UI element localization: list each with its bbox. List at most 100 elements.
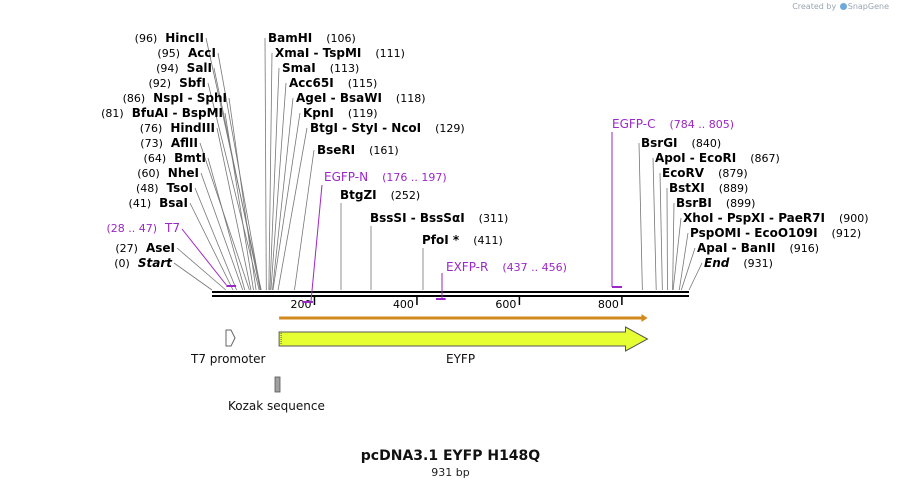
enzyme-position-acci: (95) [157,47,180,60]
ruler-label-600: 600 [495,298,516,311]
enzyme-line-acc65i [270,82,287,291]
ruler-label-200: 200 [290,298,311,311]
enzyme-line-bsrgi [638,142,643,291]
enzyme-position-ecorv: (879) [718,167,748,180]
enzyme-line-kpni [272,112,301,291]
enzyme-position-agei: (118) [396,92,426,105]
enzyme-label-bsrbi: BsrBI [676,196,712,210]
enzyme-line-xhoi [672,217,682,291]
enzyme-label-hincii: HincII [165,31,204,45]
enzyme-label-start: Start [138,256,173,270]
primer-label-egfp-c: EGFP-C [612,117,655,131]
enzyme-label-acci: AccI [188,46,216,60]
enzyme-label-bsai: BsaI [159,196,188,210]
enzyme-position-xmai: (111) [375,47,405,60]
enzyme-position-asei: (27) [115,242,138,255]
enzyme-position-smai: (113) [330,62,360,75]
enzyme-line-bfuai [224,112,254,291]
primer-leader-t7 [181,228,227,286]
enzyme-label-tsoi: TsoI [167,181,193,195]
enzyme-line-hindiii [216,127,252,291]
enzyme-position-bsssi: (311) [479,212,509,225]
enzyme-position-sali: (94) [156,62,179,75]
enzyme-position-hindiii: (76) [140,122,163,135]
enzyme-label-btgi: BtgI - StyI - NcoI [310,121,421,135]
enzyme-label-bseri: BseRI [317,143,355,157]
enzyme-line-end [688,262,703,291]
enzyme-position-pspomi: (912) [832,227,862,240]
enzyme-label-nhei: NheI [168,166,199,180]
enzyme-label-nspi: NspI - SphI [153,91,227,105]
enzyme-position-bmti: (64) [144,152,167,165]
enzyme-position-end: (931) [743,257,773,270]
enzyme-label-apai: ApaI - BanII [697,241,776,255]
ruler-label-400: 400 [393,298,414,311]
enzyme-line-apai [680,247,696,291]
enzyme-line-start [173,262,213,291]
enzyme-label-sbfi: SbfI [179,76,206,90]
enzyme-position-aflii: (73) [140,137,163,150]
enzyme-label-apoi: ApoI - EcoRI [655,151,736,165]
ruler-label-800: 800 [598,298,619,311]
enzyme-position-apoi: (867) [750,152,780,165]
enzyme-label-bmti: BmtI [174,151,206,165]
enzyme-label-bsrgi: BsrGI [641,136,678,150]
primer-range-egfp-c: (784 .. 805) [669,118,734,131]
enzyme-line-bmti [207,157,246,291]
enzyme-position-tsoi: (48) [136,182,159,195]
enzyme-line-agei [272,97,294,291]
primer-leader-egfp-n [310,184,323,303]
enzyme-position-bseri: (161) [369,144,399,157]
enzyme-line-nspi [228,97,257,291]
enzyme-label-agei: AgeI - BsaWI [296,91,382,105]
enzyme-label-end: End [704,256,730,270]
enzyme-position-apai: (916) [790,242,820,255]
enzyme-label-acc65i: Acc65I [289,76,334,90]
enzyme-line-bsai [189,202,234,291]
enzyme-position-nspi: (86) [123,92,146,105]
enzyme-position-hincii: (96) [135,32,158,45]
enzyme-label-hindiii: HindIII [170,121,215,135]
enzyme-label-bsssi: BssSI - BssSαI [370,211,465,225]
enzyme-position-bsrgi: (840) [692,137,722,150]
enzyme-label-kpni: KpnI [303,106,334,120]
eyfp-feature-arrow [278,326,649,352]
enzyme-position-bsai: (41) [129,197,152,210]
enzyme-label-ecorv: EcoRV [662,166,705,180]
enzyme-label-pfoi: PfoI * [422,233,460,247]
enzyme-label-bamhi: BamHI [268,31,312,45]
snapgene-logo-icon [839,3,847,10]
enzyme-label-xmai: XmaI - TspMI [275,46,361,60]
enzyme-position-bstxi: (889) [719,182,749,195]
t7-promoter-label: T7 promoter [191,352,266,366]
enzyme-line-bsrbi [672,202,675,291]
enzyme-line-sali [213,67,261,291]
enzyme-position-pfoi: (411) [473,234,503,247]
enzyme-label-aflii: AflII [171,136,198,150]
primer-range-exfp-r: (437 .. 456) [502,261,567,274]
enzyme-position-btgi: (129) [435,122,465,135]
enzyme-label-asei: AseI [146,241,175,255]
enzyme-label-btgzi: BtgZI [340,188,377,202]
enzyme-position-xhoi: (900) [839,212,869,225]
eyfp-label: EYFP [446,352,476,366]
primer-range-t7: (28 .. 47) [106,222,157,235]
t7-promoter-arrow [225,329,236,347]
enzyme-position-bamhi: (106) [326,32,356,45]
enzyme-line-asei [176,247,227,291]
kozak-box [274,376,281,393]
enzyme-label-bstxi: BstXI [669,181,705,195]
enzyme-label-smai: SmaI [282,61,316,75]
enzyme-line-smai [269,67,280,291]
orf-arrowhead [641,314,648,322]
watermark-brand: SnapGene [847,2,889,11]
enzyme-label-pspomi: PspOMI - EcoO109I [690,226,818,240]
enzyme-label-bfuai: BfuAI - BspMI [132,106,223,120]
enzyme-line-pspomi [678,232,689,291]
enzyme-line-ecorv [659,172,663,291]
enzyme-position-start: (0) [114,257,130,270]
primer-label-egfp-n: EGFP-N [324,170,368,184]
enzyme-line-btgi [277,127,308,291]
snapgene-watermark: Created by SnapGene [792,2,889,11]
primer-label-exfp-r: EXFP-R [446,260,488,274]
